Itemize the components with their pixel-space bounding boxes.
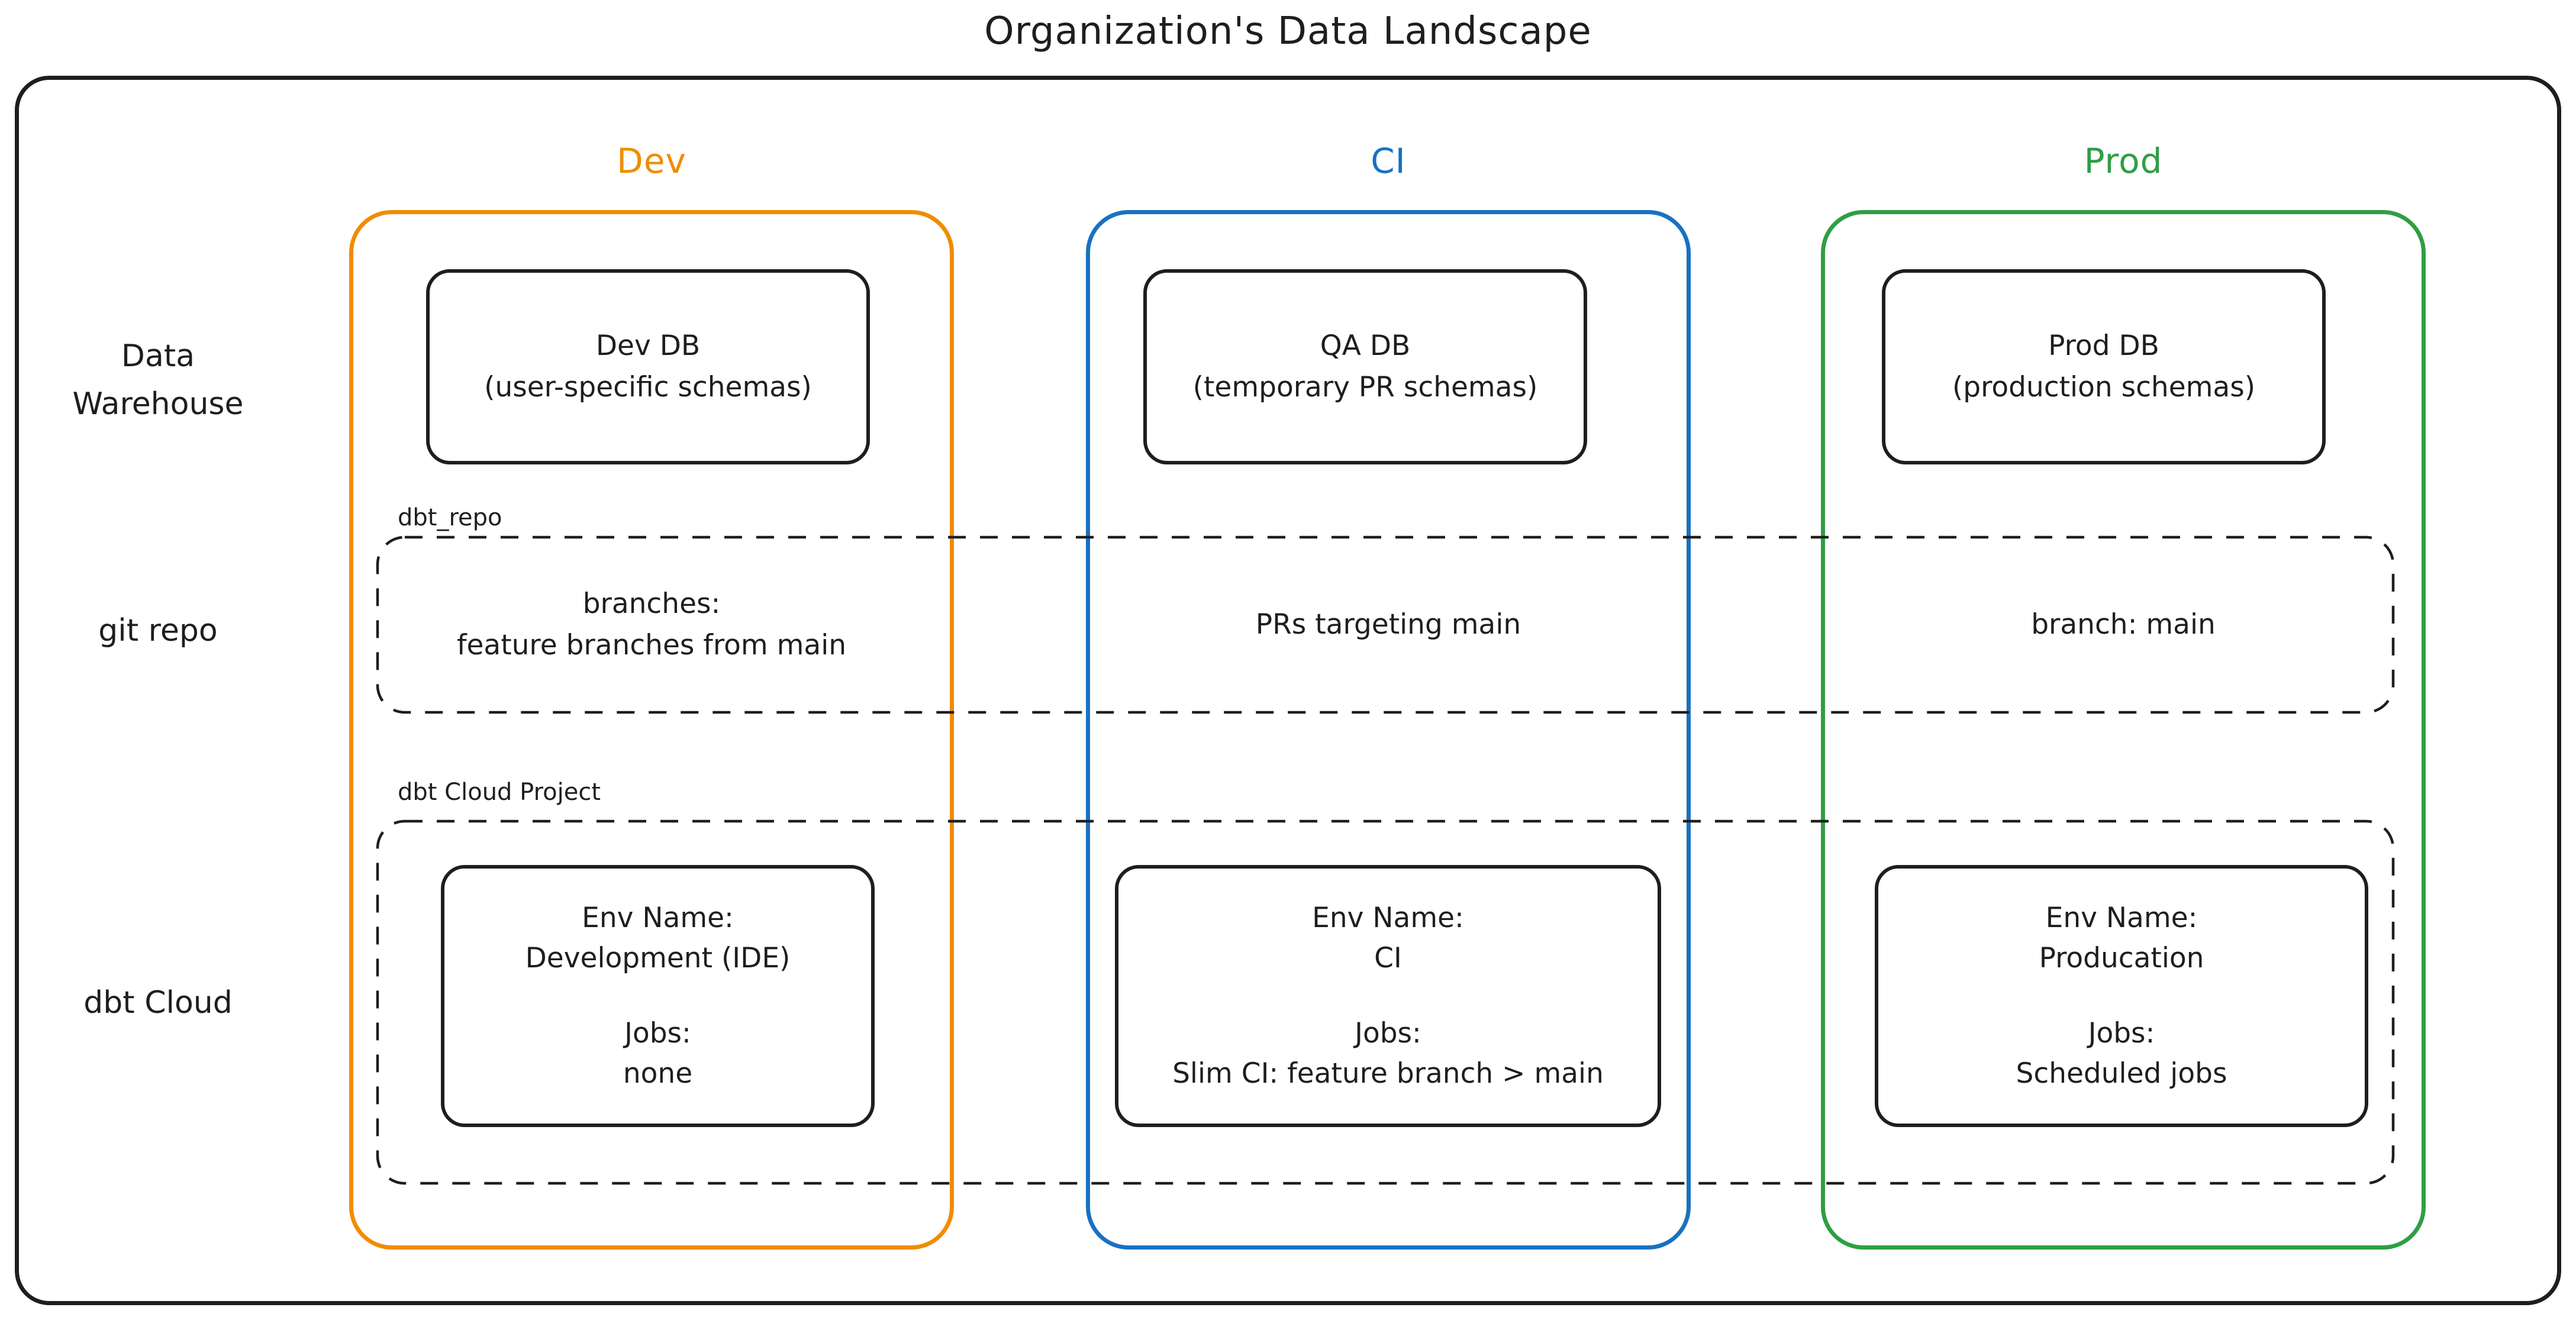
column-box-prod [1821, 210, 2426, 1250]
jobs-label-dev: Jobs: [624, 1016, 691, 1050]
column-box-ci [1086, 210, 1691, 1250]
jobs-label-ci: Jobs: [1355, 1016, 1421, 1050]
git-band-cell-prod: branch: main [1821, 535, 2426, 714]
env-name-value-ci: CI [1374, 942, 1402, 975]
card-prod-db: Prod DB (production schemas) [1882, 269, 2326, 464]
env-name-label-ci: Env Name: [1312, 902, 1464, 935]
git-band-dashed-box [376, 535, 2395, 714]
git-band-ci-text: PRs targeting main [1255, 608, 1521, 641]
column-header-dev: Dev [617, 141, 686, 181]
column-box-dev [349, 210, 954, 1250]
card-qa-db: QA DB (temporary PR schemas) [1143, 269, 1587, 464]
git-band-cell-ci: PRs targeting main [1086, 535, 1691, 714]
row-label-git-repo: git repo [98, 613, 218, 648]
env-name-group-ci: Env Name: CI [1118, 898, 1658, 979]
jobs-group-ci: Jobs: Slim CI: feature branch > main [1118, 1013, 1658, 1094]
card-dev-db-title: Dev DB [595, 329, 701, 362]
jobs-group-prod: Jobs: Scheduled jobs [1878, 1013, 2365, 1094]
jobs-group-dev: Jobs: none [444, 1013, 871, 1094]
env-name-group-dev: Env Name: Development (IDE) [444, 898, 871, 979]
column-header-ci: CI [1371, 141, 1406, 181]
row-label-dbt-cloud: dbt Cloud [83, 985, 233, 1021]
git-band-cell-dev: branches: feature branches from main [349, 535, 954, 714]
card-env-development: Env Name: Development (IDE) Jobs: none [441, 865, 875, 1127]
card-env-production: Env Name: Producation Jobs: Scheduled jo… [1875, 865, 2368, 1127]
jobs-value-ci: Slim CI: feature branch > main [1172, 1057, 1604, 1090]
card-prod-db-title: Prod DB [2048, 329, 2159, 362]
git-band-dev-line1: branches: [582, 587, 721, 620]
env-name-value-dev: Development (IDE) [525, 942, 791, 975]
page-title: Organization's Data Landscape [984, 9, 1592, 53]
env-name-group-prod: Env Name: Producation [1878, 898, 2365, 979]
card-qa-db-subtitle: (temporary PR schemas) [1192, 371, 1538, 404]
jobs-value-prod: Scheduled jobs [2016, 1057, 2227, 1090]
env-name-label-dev: Env Name: [582, 902, 734, 935]
card-dev-db: Dev DB (user-specific schemas) [426, 269, 870, 464]
card-dev-db-subtitle: (user-specific schemas) [484, 371, 812, 404]
cloud-band-label: dbt Cloud Project [398, 779, 601, 806]
env-name-label-prod: Env Name: [2045, 902, 2198, 935]
jobs-value-dev: none [623, 1057, 693, 1090]
jobs-label-prod: Jobs: [2088, 1016, 2155, 1050]
card-env-ci: Env Name: CI Jobs: Slim CI: feature bran… [1115, 865, 1661, 1127]
column-header-prod: Prod [2084, 141, 2163, 181]
card-qa-db-title: QA DB [1320, 329, 1411, 362]
git-band-label: dbt_repo [398, 504, 502, 531]
row-label-data-warehouse: Data Warehouse [72, 338, 244, 422]
git-band-dev-line2: feature branches from main [456, 629, 847, 661]
env-name-value-prod: Producation [2039, 942, 2204, 975]
cloud-band-dashed-box [376, 819, 2395, 1185]
outer-container [15, 76, 2561, 1305]
git-band-prod-text: branch: main [2031, 608, 2216, 641]
card-prod-db-subtitle: (production schemas) [1952, 371, 2256, 404]
